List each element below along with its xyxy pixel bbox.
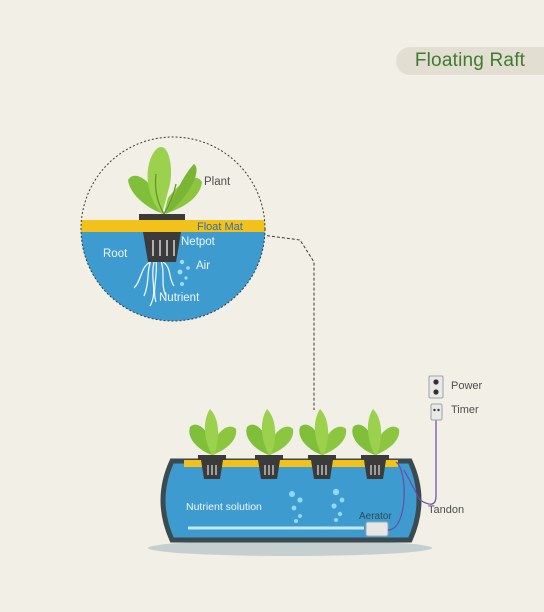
tank-shadow [148,540,432,556]
page-title: Floating Raft [414,50,526,71]
tank [148,409,437,556]
aerator-label: Aerator [359,511,392,522]
air-label: Air [196,260,211,272]
float-mat [81,220,265,232]
air-bubbles [177,259,190,286]
timer-label: Timer [451,404,479,416]
power-label: Power [451,380,483,392]
plant-label: Plant [204,176,231,188]
power-outlet [428,375,444,399]
tank-plants [189,409,400,479]
root-label: Root [103,248,128,260]
cable [387,418,437,531]
netpot [143,232,181,262]
netpot-label: Netpot [181,236,215,248]
nutrient-label: Nutrient [159,292,200,304]
plant [128,147,202,215]
tandon-label: Tandon [428,504,465,516]
title-badge: Floating Raft [396,47,544,75]
nutrient-solution-label: Nutrient solution [186,501,262,513]
tank-bubbles [289,488,345,523]
tank-float-mat [184,460,398,467]
float-mat-label: Float Mat [197,221,243,233]
timer-device [430,403,443,421]
zoom-circle [80,136,266,322]
aerator [365,521,389,537]
connector-line [261,234,315,410]
